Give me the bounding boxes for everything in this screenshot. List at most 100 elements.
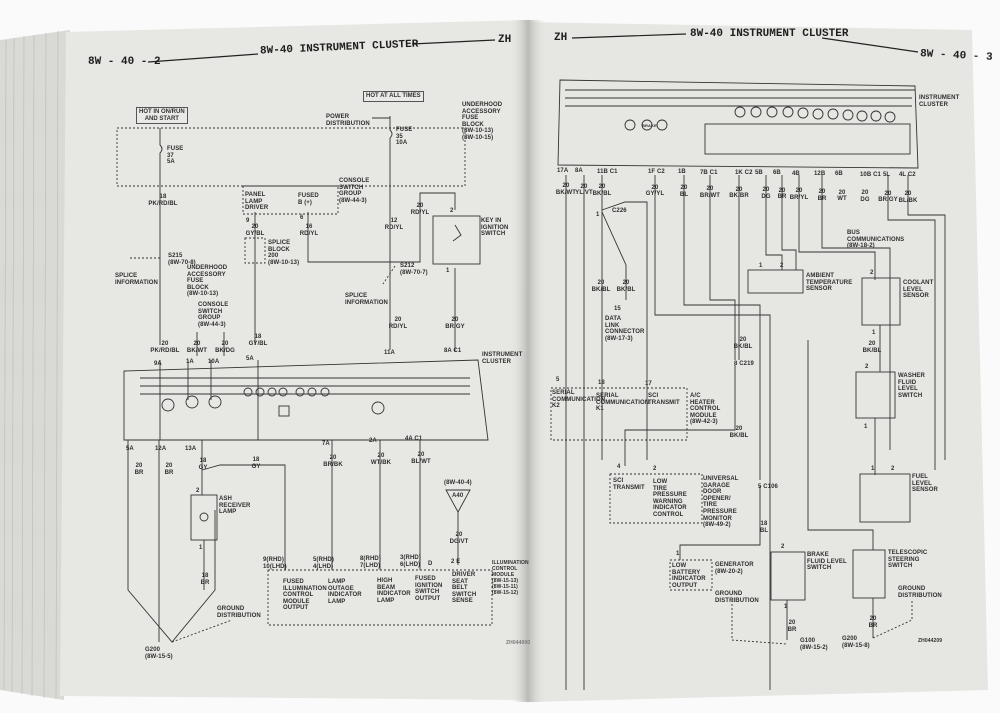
pin-label: 1 <box>759 263 763 269</box>
wire-label: 20 BK/WT <box>186 341 208 354</box>
pin-label: 1 <box>199 545 203 551</box>
pin-label: 2 <box>780 263 784 269</box>
splice-information-label: SPLICE INFORMATION <box>345 293 388 306</box>
connector-label: 5A <box>246 356 254 362</box>
left-model-code: ZH <box>498 34 512 46</box>
console-switch-group-label: CONSOLE SWITCH GROUP (8W-44-3) <box>198 302 229 328</box>
pin-label: 3(RHD) 6(LHD) <box>400 555 421 568</box>
pin-label: 1 <box>676 551 680 557</box>
pin-label: 1 <box>446 268 450 274</box>
panel-lamp-driver-label: PANEL LAMP DRIVER <box>245 192 269 212</box>
connector-label: 1A <box>186 359 194 365</box>
wire-label: 18 GY <box>198 458 208 471</box>
instrument-cluster-label: INSTRUMENT CLUSTER <box>482 352 523 365</box>
brake-fluid-level-switch-label: BRAKE FLUID LEVEL SWITCH <box>807 552 847 572</box>
pin-label: 4 <box>617 464 621 470</box>
warning-lamp-icons <box>734 106 896 123</box>
s215-label: S215 (8W-70-8) <box>168 253 196 266</box>
pin-label: 1 <box>596 212 600 218</box>
fuel-level-sensor-label: FUEL LEVEL SENSOR <box>912 474 938 494</box>
garage-door-opener-label: UNIVERSAL GARAGE DOOR OPENER/ TIRE PRESS… <box>703 476 739 529</box>
ac-module-pin-description: SCI TRANSMIT <box>648 393 680 406</box>
wire-label: 20 BK/BL <box>591 280 611 293</box>
pin-label: 2 <box>870 270 874 276</box>
wire-label: 20 BR <box>164 463 174 476</box>
wire-label: 18 BR <box>200 573 210 586</box>
left-page-number: 8W - 40 - 2 <box>88 56 161 68</box>
wire-label: 20 YL/VT <box>575 183 593 197</box>
wire-label: 20 GY/YL <box>645 184 665 198</box>
connector-label: 2A <box>369 438 377 444</box>
wire-label: 20 BR <box>134 463 144 476</box>
wire-label: 12 RD/YL <box>384 218 404 231</box>
g100-label: G100 (8W-15-2) <box>800 638 828 651</box>
g200-label: G200 (8W-15-5) <box>145 647 173 660</box>
washer-fluid-level-switch-label: WASHER FLUID LEVEL SWITCH <box>898 373 925 399</box>
gutter-shadow <box>510 20 546 702</box>
ground-distribution-label: GROUND DISTRIBUTION <box>898 586 942 599</box>
wire-label: 20 BR <box>868 616 878 629</box>
bus-communications-label: BUS COMMUNICATIONS (8W-18-2) <box>847 230 905 250</box>
underhood-fuse-block-label: UNDERHOOD ACCESSORY FUSE BLOCK (8W-10-13… <box>187 265 228 298</box>
pin-label: 1 <box>872 330 876 336</box>
wire-label: 20 DG <box>761 187 771 200</box>
wire-label: 20 BL <box>679 185 689 198</box>
pin-label: 15 <box>614 306 621 312</box>
wire-label: 20 BK/BL <box>733 337 753 350</box>
wire-label: 20 BK/WT <box>555 183 577 196</box>
generator-label: GENERATOR (8W-20-2) <box>715 562 754 575</box>
wire-label: 20 BK/BL <box>862 341 882 354</box>
pin-label: 2 <box>196 488 200 494</box>
wire-label: 18 BL <box>759 521 769 534</box>
wire-label: 18 PK/RD/BL <box>148 194 178 207</box>
fuse-35-label: FUSE 35 10A <box>396 127 413 147</box>
splice-information-label: SPLICE INFORMATION <box>115 273 158 286</box>
wire-label: 20 GY/BL <box>245 224 265 237</box>
ground-distribution-label: GROUND DISTRIBUTION <box>217 606 261 619</box>
connector-label: 6B <box>773 170 781 177</box>
wire-label: 20 WT <box>837 189 847 203</box>
connector-label: 5B <box>755 170 763 177</box>
wire-label: 20 BL/BK <box>898 191 918 204</box>
module-pin-description: HIGH BEAM INDICATOR LAMP <box>377 578 411 604</box>
wire-label: 20 BR/WT <box>699 186 721 199</box>
module-pin-description: DRIVER SEAT BELT SWITCH SENSE <box>452 572 477 605</box>
pin-label: 1 <box>871 466 875 472</box>
connector-label: 8A C1 <box>444 348 462 354</box>
connector-label: 8A <box>575 168 583 175</box>
c219-label: 8 C219 <box>734 361 754 367</box>
connector-label: 5A <box>126 446 134 452</box>
ambient-temperature-sensor-label: AMBIENT TEMPERATURE SENSOR <box>806 273 853 293</box>
g200-label: G200 (8W-15-8) <box>842 636 870 649</box>
pin-label: 2 <box>450 208 454 214</box>
wire-label: 20 BR/GY <box>445 317 465 330</box>
wire-label: 20 WT/BK <box>370 453 392 466</box>
pin-label: D <box>428 561 433 567</box>
pin-label: 18 <box>598 380 605 386</box>
pin-label: 8(RHD) 7(LHD) <box>360 556 381 569</box>
figure-id: ZH044209 <box>918 638 943 644</box>
wire-label: 20 BR/BK <box>323 455 343 468</box>
wire-label: 16 RD/YL <box>299 224 319 237</box>
wire-label: 20 BL/WT <box>411 452 431 465</box>
wire-label: 20 BK/BR <box>729 186 749 200</box>
wire-label: 20 BK/DG <box>215 341 235 354</box>
pin-label: 2 E <box>451 559 461 565</box>
instrument-cluster-label: INSTRUMENT CLUSTER <box>919 95 960 108</box>
page-stack <box>0 30 70 700</box>
pin-label: 1 <box>864 424 868 430</box>
header-rules <box>147 33 919 63</box>
a40-label: A40 <box>452 493 464 499</box>
right-wiring <box>550 79 946 690</box>
connector-label: 6B <box>835 171 843 178</box>
telescopic-steering-switch-label: TELESCOPIC STEERING SWITCH <box>888 550 928 570</box>
wire-label: 20 DG <box>860 190 870 203</box>
connector-label: 11B C1 <box>597 168 618 175</box>
data-link-connector-label: DATA LINK CONNECTOR (8W-17-3) <box>605 316 645 342</box>
right-page-title: 8W-40 INSTRUMENT CLUSTER <box>690 28 849 40</box>
c106-label: 5 C106 <box>758 484 778 490</box>
ac-module-pin-description: SERIAL COMMUNICATION K1 <box>596 393 650 413</box>
key-in-ignition-switch-label: KEY IN IGNITION SWITCH <box>481 218 509 238</box>
